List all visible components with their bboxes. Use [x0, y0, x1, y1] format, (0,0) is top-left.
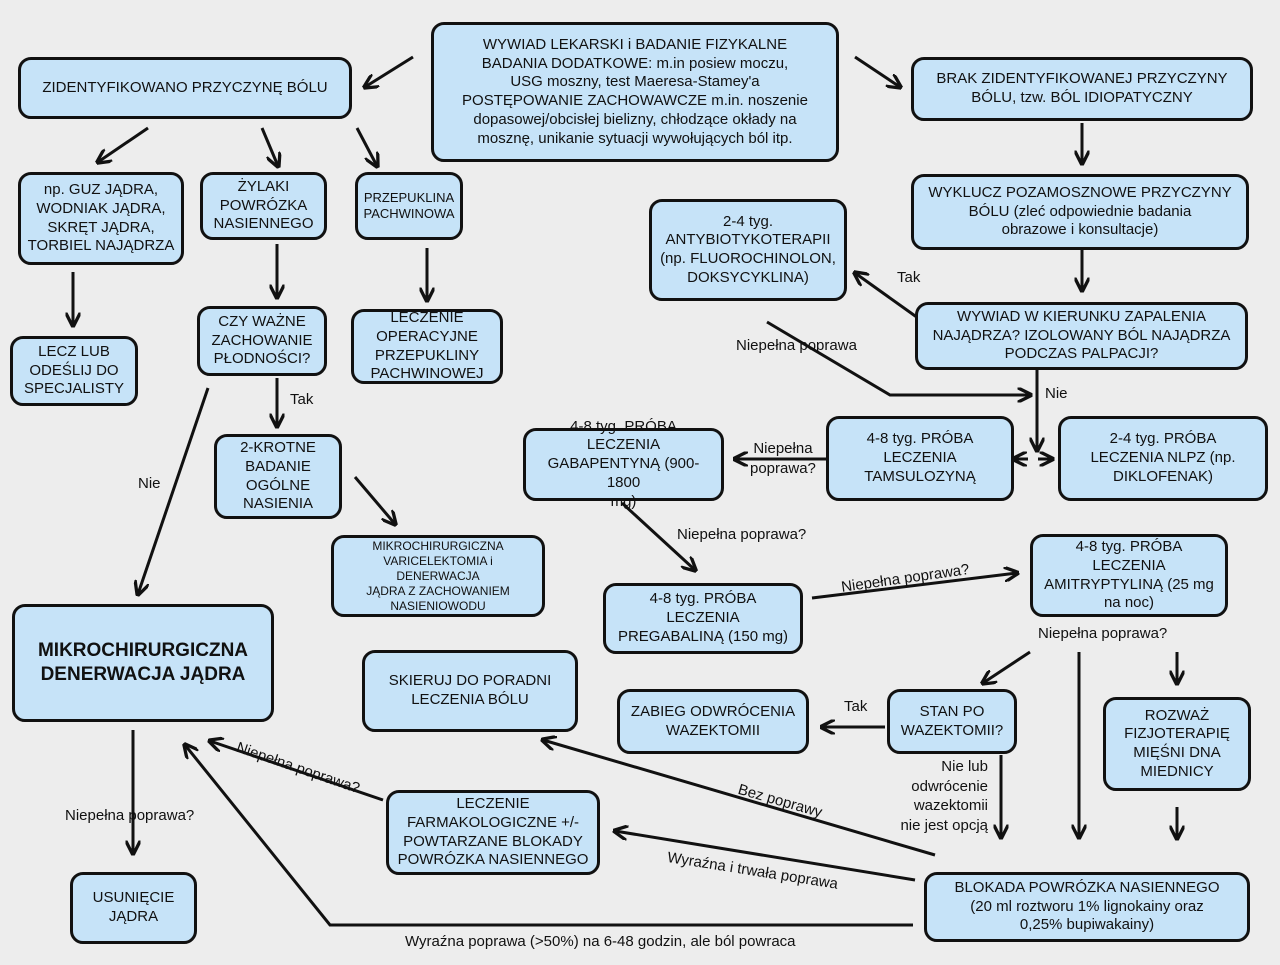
label-niepelna-denervation: Niepełna poprawa? — [65, 807, 195, 824]
post-vasectomy-box: STAN PO WAZEKTOMII? — [887, 689, 1017, 754]
arrow-pregabalin-to-amitriptyline — [811, 573, 1017, 600]
label-tak-vasectomy: Tak — [844, 698, 868, 715]
arrow-identified-to-varicocele — [260, 127, 278, 166]
arrow-start-to-idiopathic — [854, 55, 900, 87]
physio-box-text: ROZWAŻ FIZJOTERAPIĘ MIĘŚNI DNA MIEDNICY — [1124, 706, 1230, 780]
arrow-gabapentin-to-pregabalin — [620, 501, 695, 570]
arrow-identified-to-hernia — [355, 127, 377, 166]
arrow-block-to-painclinic — [543, 740, 936, 857]
vasectomy-reversal-box: ZABIEG ODWRÓCENIA WAZEKTOMII — [617, 689, 809, 754]
label-niepelna-gabapentin: Niepełna poprawa? — [677, 526, 807, 543]
post-vasectomy-box-text: STAN PO WAZEKTOMII? — [900, 702, 1004, 739]
gabapentin-box-text: 4-8 tyg. PRÓBA LECZENIA GABAPENTYNĄ (900… — [547, 417, 700, 510]
exclude-box: WYKLUCZ POZAMOSZNOWE PRZYCZYNY BÓLU (zle… — [911, 174, 1249, 250]
gabapentin-box: 4-8 tyg. PRÓBA LECZENIA GABAPENTYNĄ (900… — [523, 418, 724, 510]
treat-refer-box: LECZ LUB ODEŚLIJ DO SPECJALISTY — [10, 336, 138, 406]
fertility-box-text: CZY WAŻNE ZACHOWANIE PŁODNOŚCI? — [211, 312, 313, 368]
identified-box-text: ZIDENTYFIKOWANO PRZYCZYNĘ BÓLU — [42, 78, 328, 96]
semen-box: 2-KROTNE BADANIE OGÓLNE NASIENIA — [214, 434, 342, 519]
label-niepelna-amitriptyline: Niepełna poprawa? — [1038, 625, 1168, 642]
varicocele-box: ŻYLAKI POWRÓZKA NASIENNEGO — [200, 172, 327, 240]
microvaric-box-text: MIKROCHIRURGICZNA VARICELEKTOMIA i DENER… — [366, 538, 510, 613]
label-nie-epididymitis: Nie — [1045, 385, 1068, 402]
nsaid-box: 2-4 tyg. PRÓBA LECZENIA NLPZ (np. DIKLOF… — [1058, 416, 1268, 501]
orchiectomy-box-text: USUNIĘCIE JĄDRA — [92, 889, 175, 925]
antibiotic-box: 2-4 tyg. ANTYBIOTYKOTERAPII (np. FLUOROC… — [649, 199, 847, 301]
microvaric-box: MIKROCHIRURGICZNA VARICELEKTOMIA i DENER… — [331, 535, 545, 617]
arrow-start-to-identified — [365, 55, 414, 87]
tamsulosin-box-text: 4-8 tyg. PRÓBA LECZENIA TAMSULOZYNĄ — [864, 430, 976, 485]
vasectomy-reversal-box-text: ZABIEG ODWRÓCENIA WAZEKTOMII — [630, 702, 796, 739]
label-wyrazna-powraca: Wyraźna poprawa (>50%) na 6-48 godzin, a… — [405, 933, 796, 950]
treat-refer-box-text: LECZ LUB ODEŚLIJ DO SPECJALISTY — [23, 342, 125, 398]
label-niepelna-tamsulosin: Niepełna poprawa? — [750, 440, 816, 477]
pregabalin-box: 4-8 tyg. PRÓBA LECZENIA PREGABALINĄ (150… — [603, 583, 803, 654]
arrow-identified-to-tumor — [98, 126, 149, 162]
hernia-surgery-box: LECZENIE OPERACYJNE PRZEPUKLINY PACHWINO… — [351, 309, 503, 384]
pain-clinic-box: SKIERUJ DO PORADNI LECZENIA BÓLU — [362, 650, 578, 732]
arrow-pharmaco-to-denervation — [210, 741, 384, 802]
arrow-antibiotic-to-center — [766, 320, 1030, 395]
pain-clinic-box-text: SKIERUJ DO PORADNI LECZENIA BÓLU — [388, 672, 552, 708]
label-tak-antibiotic: Tak — [897, 269, 921, 286]
varicocele-box-text: ŻYLAKI POWRÓZKA NASIENNEGO — [213, 177, 314, 233]
tamsulosin-box: 4-8 tyg. PRÓBA LECZENIA TAMSULOZYNĄ — [826, 416, 1014, 501]
tumor-box: np. GUZ JĄDRA, WODNIAK JĄDRA, SKRĘT JĄDR… — [18, 172, 184, 265]
idiopathic-box: BRAK ZIDENTYFIKOWANEJ PRZYCZYNY BÓLU, tz… — [911, 57, 1253, 121]
epididymitis-box-text: WYWIAD W KIERUNKU ZAPALENIA NAJĄDRZA? IZ… — [932, 307, 1231, 363]
identified-box: ZIDENTYFIKOWANO PRZYCZYNĘ BÓLU — [18, 57, 352, 119]
arrow-epididymitis-to-antibiotic — [855, 273, 919, 320]
epididymitis-box: WYWIAD W KIERUNKU ZAPALENIA NAJĄDRZA? IZ… — [915, 302, 1248, 370]
arrow-semen-to-microvaric — [353, 476, 395, 524]
label-niepelna-antibiotic: Niepełna poprawa — [736, 337, 857, 354]
orchiectomy-box: USUNIĘCIE JĄDRA — [70, 872, 197, 944]
exclude-box-text: WYKLUCZ POZAMOSZNOWE PRZYCZYNY BÓLU (zle… — [928, 183, 1232, 239]
idiopathic-box-text: BRAK ZIDENTYFIKOWANEJ PRZYCZYNY BÓLU, tz… — [936, 70, 1228, 106]
denervation-box-text: MIKROCHIRURGICZNA DENERWACJA JĄDRA — [37, 640, 249, 685]
label-nie-vasectomy: Nie lub odwrócenie wazektomii nie jest o… — [900, 758, 988, 834]
arrow-amitriptyline-to-vasectomy — [983, 650, 1031, 683]
fertility-box: CZY WAŻNE ZACHOWANIE PŁODNOŚCI? — [197, 306, 327, 376]
arrow-block-to-denervation — [185, 745, 913, 927]
arrow-block-to-pharmaco — [615, 831, 916, 882]
block-box: BLOKADA POWRÓZKA NASIENNEGO (20 ml roztw… — [924, 872, 1250, 942]
amitriptyline-box: 4-8 tyg. PRÓBA LECZENIA AMITRYPTYLINĄ (2… — [1030, 534, 1228, 617]
label-tak-fertility: Tak — [290, 391, 314, 408]
pharmaco-box-text: LECZENIE FARMAKOLOGICZNE +/- POWTARZANE … — [397, 795, 589, 869]
nsaid-box-text: 2-4 tyg. PRÓBA LECZENIA NLPZ (np. DIKLOF… — [1090, 430, 1236, 485]
hernia-surgery-box-text: LECZENIE OPERACYJNE PRZEPUKLINY PACHWINO… — [370, 309, 484, 383]
start-box-text: WYWIAD LEKARSKI i BADANIE FIZYKALNE BADA… — [462, 35, 808, 147]
physio-box: ROZWAŻ FIZJOTERAPIĘ MIĘŚNI DNA MIEDNICY — [1103, 697, 1251, 791]
arrow-fertility-to-denervation — [138, 387, 210, 594]
pharmaco-box: LECZENIE FARMAKOLOGICZNE +/- POWTARZANE … — [386, 790, 600, 875]
label-nie-fertility: Nie — [138, 475, 161, 492]
tumor-box-text: np. GUZ JĄDRA, WODNIAK JĄDRA, SKRĘT JĄDR… — [27, 181, 175, 255]
start-box: WYWIAD LEKARSKI i BADANIE FIZYKALNE BADA… — [431, 22, 839, 162]
antibiotic-box-text: 2-4 tyg. ANTYBIOTYKOTERAPII (np. FLUOROC… — [660, 212, 836, 286]
denervation-box: MIKROCHIRURGICZNA DENERWACJA JĄDRA — [12, 604, 274, 722]
amitriptyline-box-text: 4-8 tyg. PRÓBA LECZENIA AMITRYPTYLINĄ (2… — [1044, 538, 1214, 612]
block-box-text: BLOKADA POWRÓZKA NASIENNEGO (20 ml roztw… — [954, 878, 1220, 934]
hernia-box-text: PRZEPUKLINA PACHWINOWA — [363, 189, 455, 221]
hernia-box: PRZEPUKLINA PACHWINOWA — [355, 172, 463, 240]
semen-box-text: 2-KROTNE BADANIE OGÓLNE NASIENIA — [240, 439, 316, 513]
pregabalin-box-text: 4-8 tyg. PRÓBA LECZENIA PREGABALINĄ (150… — [617, 590, 789, 645]
